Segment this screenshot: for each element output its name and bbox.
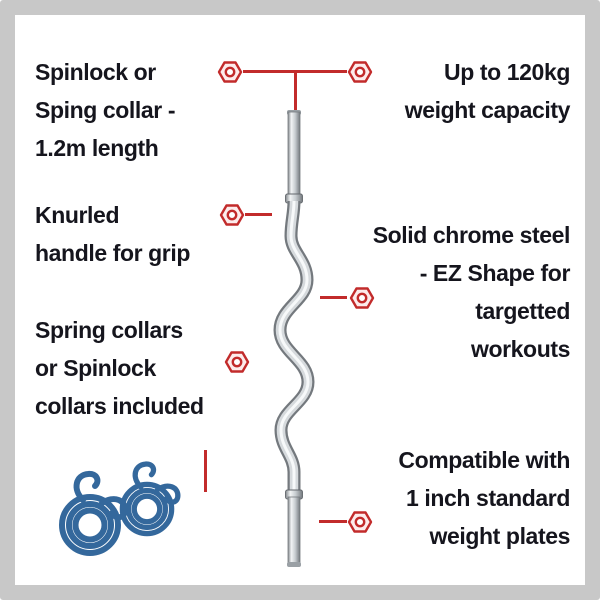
callout-line-collars [204,450,207,492]
ez-curl-bar-image [273,110,315,567]
callout-spring-collars-text: Spring collars or Spinlock collars inclu… [35,317,204,419]
nut-marker-icon [224,351,250,373]
nut-marker-icon [347,511,373,533]
callout-knurled-text: Knurled handle for grip [35,202,191,266]
nut-marker-icon [219,204,245,226]
spring-collars-image [35,447,195,567]
callout-spinlock-text: Spinlock or Sping collar - 1.2m length [35,59,176,161]
callout-capacity-text: Up to 120kg weight capacity [404,59,571,123]
callout-chrome-steel-text: Solid chrome steel - EZ Shape for target… [372,222,571,362]
nut-marker-icon [349,287,375,309]
callout-plates-text: Compatible with 1 inch standard weight p… [398,447,570,549]
callout-line-top-vertical [294,70,297,110]
nut-marker-icon [217,61,243,83]
callout-line-knurled [245,213,272,216]
callout-line-chrome [320,296,347,299]
callout-line-plates [319,520,347,523]
nut-marker-icon [347,61,373,83]
